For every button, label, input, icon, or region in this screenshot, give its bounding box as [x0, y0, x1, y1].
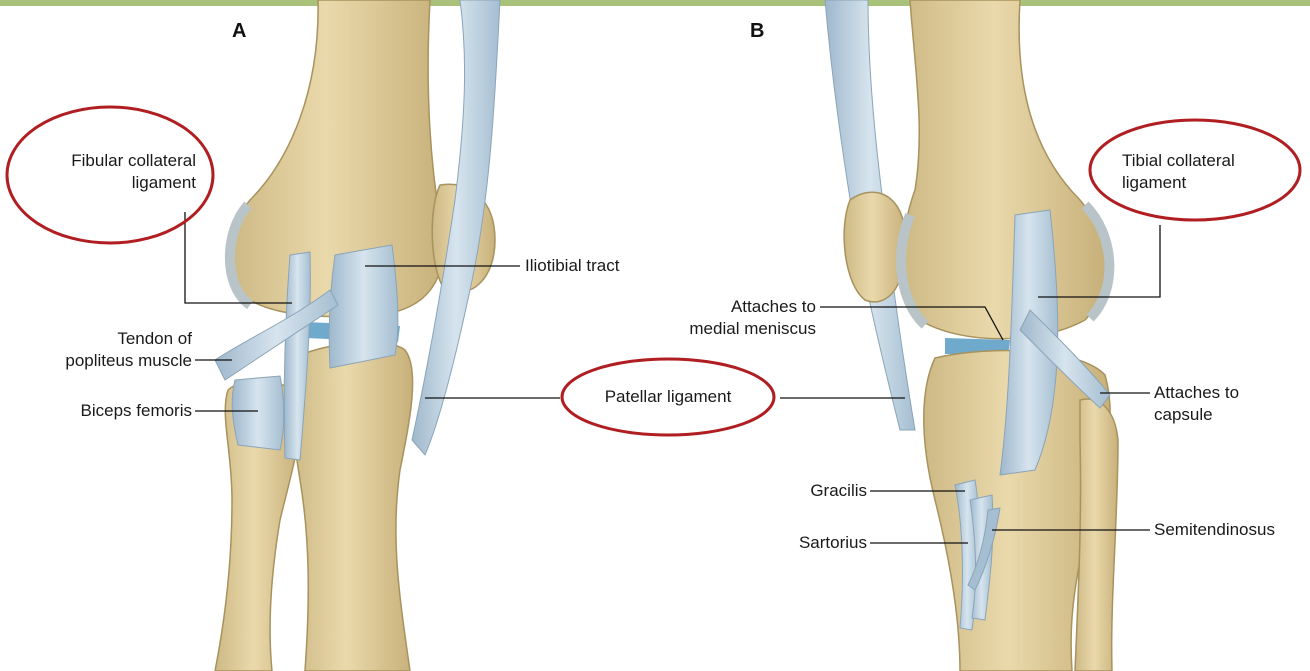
label-iliotibial-tract: Iliotibial tract	[525, 255, 619, 277]
tibia-a	[291, 342, 412, 671]
label-fibular-collateral-ligament: Fibular collateral ligament	[20, 150, 196, 194]
label-attaches-capsule: Attaches to capsule	[1154, 382, 1239, 426]
fibula-b	[1075, 399, 1118, 671]
panel-label-a: A	[232, 20, 246, 43]
label-tendon-popliteus: Tendon of popliteus muscle	[10, 328, 192, 372]
label-patellar-ligament: Patellar ligament	[562, 386, 774, 408]
patella-b	[844, 192, 906, 302]
iliotibial-tract-a	[329, 245, 398, 368]
label-biceps-femoris: Biceps femoris	[10, 400, 192, 422]
label-attaches-medial-meniscus: Attaches to medial meniscus	[620, 296, 816, 340]
label-sartorius: Sartorius	[740, 532, 867, 554]
label-gracilis: Gracilis	[740, 480, 867, 502]
panel-b-knee	[825, 0, 1118, 671]
panel-label-b: B	[750, 20, 764, 43]
label-semitendinosus: Semitendinosus	[1154, 519, 1310, 541]
femur-b	[903, 0, 1106, 339]
panel-a-knee	[215, 0, 500, 671]
biceps-femoris-a	[232, 376, 284, 450]
label-tibial-collateral-ligament: Tibial collateral ligament	[1122, 150, 1235, 194]
